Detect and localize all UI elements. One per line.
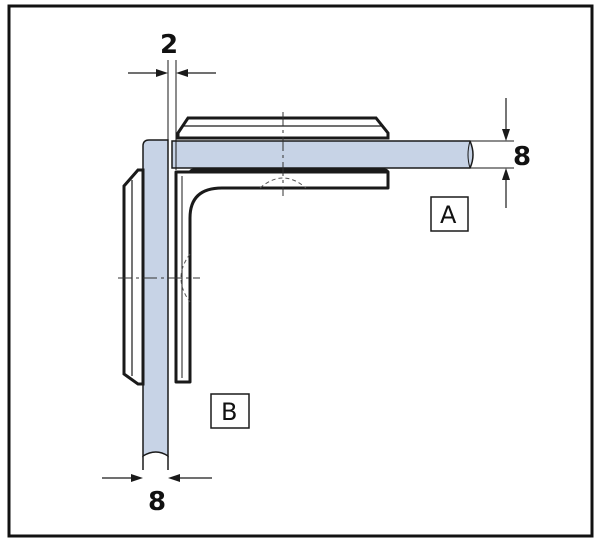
clamp-plate-top <box>176 116 390 140</box>
dim-a-label: 8 <box>513 142 531 172</box>
dim-gap-arrow-left <box>156 69 168 77</box>
glass-panel-a-break <box>467 140 471 169</box>
diagram-frame <box>7 4 594 538</box>
label-box-a <box>430 196 469 232</box>
label-box-b <box>210 393 250 429</box>
glass-panel-a <box>171 140 474 169</box>
dim-b-arrow-left <box>131 474 143 482</box>
clamp-plate-left <box>122 168 145 386</box>
dim-b-label: 8 <box>148 487 166 517</box>
l-bracket <box>174 170 390 384</box>
dim-a-arrow-top <box>502 129 510 141</box>
label-b: B <box>221 398 237 426</box>
dim-b-arrow-right <box>168 474 180 482</box>
dim-gap-arrow-right <box>176 69 188 77</box>
glass-panel-b <box>142 139 169 458</box>
dim-a-arrow-bottom <box>502 168 510 180</box>
label-a: A <box>440 201 457 229</box>
dim-gap-label: 2 <box>160 30 178 60</box>
